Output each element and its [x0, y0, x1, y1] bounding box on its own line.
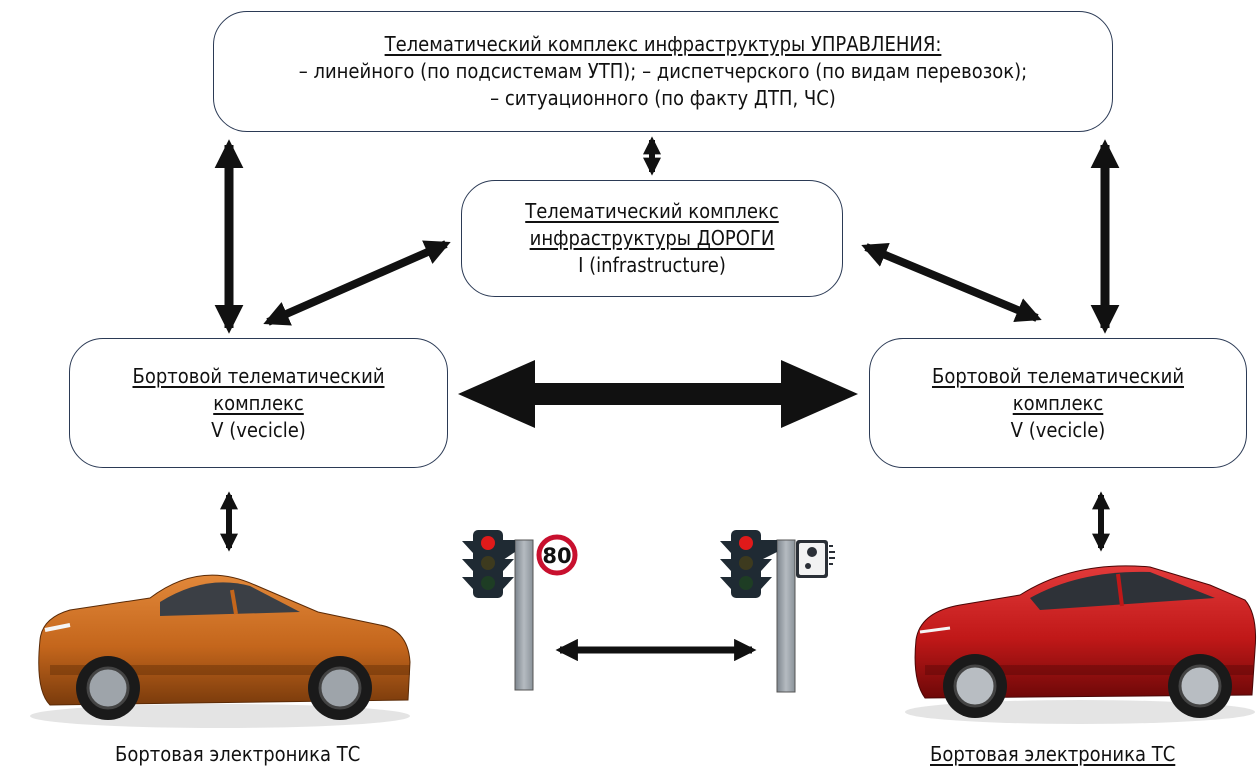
road-infrastructure-box: Телематический комплекс инфраструктуры Д…	[461, 180, 843, 297]
left-vehicle-box: Бортовой телематический комплекс V (veci…	[69, 338, 448, 468]
speed-limit-value: 80	[542, 544, 571, 568]
right-vehicle-subtitle: V (vecicle)	[1010, 417, 1106, 442]
right-vehicle-title-1: Бортовой телематический	[931, 363, 1185, 388]
speed-limit-sign: 80	[536, 534, 578, 576]
arrow-road-right-vehicle	[861, 243, 1042, 322]
road-box-subtitle: I (infrastructure)	[578, 253, 726, 277]
road-box-title-1: Телематический комплекс	[525, 199, 779, 223]
control-infrastructure-box: Телематический комплекс инфраструктуры У…	[213, 11, 1113, 132]
left-vehicle-title-1: Бортовой телематический	[132, 363, 385, 388]
traffic-light-left-icon	[462, 530, 534, 691]
right-vehicle-box: Бортовой телематический комплекс V (veci…	[869, 338, 1247, 468]
control-box-title: Телематический комплекс инфраструктуры У…	[384, 32, 942, 56]
left-car-image	[30, 574, 411, 728]
road-box-title-2: инфраструктуры ДОРОГИ	[529, 226, 775, 250]
left-vehicle-title-2: комплекс	[213, 390, 304, 415]
right-car-image	[905, 565, 1256, 724]
speed-camera-icon	[796, 540, 835, 578]
right-vehicle-title-2: комплекс	[1012, 390, 1104, 415]
left-vehicle-subtitle: V (vecicle)	[211, 417, 306, 442]
arrow-vehicle-to-vehicle	[458, 360, 858, 428]
control-box-line-2: – ситуационного (по факту ДТП, ЧС)	[490, 86, 836, 110]
right-car-caption: Бортовая электроника ТС	[930, 742, 1176, 766]
control-box-line-1: – линейного (по подсистемам УТП); – дисп…	[298, 59, 1028, 83]
arrow-road-left-vehicle	[263, 240, 451, 326]
traffic-light-right-icon	[720, 530, 796, 693]
left-car-caption: Бортовая электроника ТС	[115, 742, 361, 766]
